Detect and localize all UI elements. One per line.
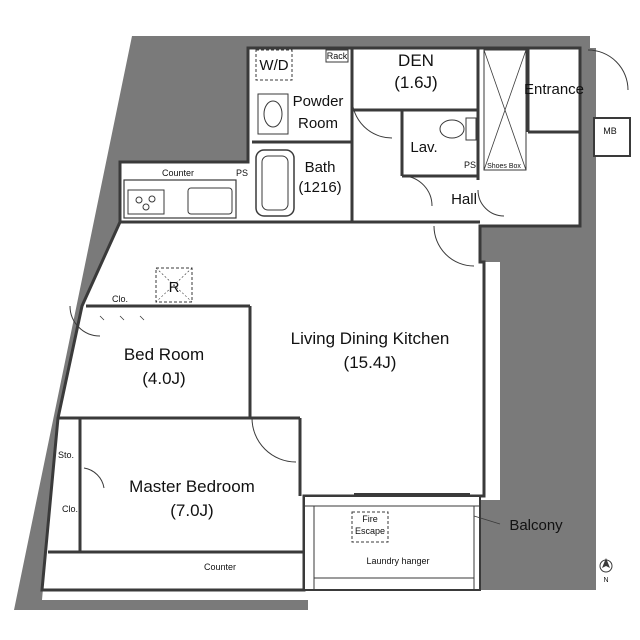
hall-label: Hall [451,191,477,208]
partitions [48,48,580,554]
bath-size: (1216) [298,179,341,196]
closet-bed-label: Clo. [112,294,128,304]
north-arrow-icon: N [599,558,613,584]
bedroom-label: Bed Room [124,345,204,364]
mb-label: MB [603,126,617,136]
fire-escape-label-2: Escape [355,526,385,536]
balcony-area [303,495,481,591]
fire-escape-label-1: Fire [362,514,378,524]
north-label: N [603,577,608,584]
counter-master-label: Counter [204,562,236,572]
ps-bath-label: PS [236,168,248,178]
fire-escape-hatch [351,511,389,543]
refrigerator-icon [155,267,193,303]
door-swings [69,49,629,489]
closet-master-label: Clo. [62,504,78,514]
shoes-box-label: Shoes Box [487,163,521,170]
closet-hatch [99,315,145,321]
bedroom-size: (4.0J) [142,369,185,388]
den-label: DEN [398,51,434,70]
storage-label: Sto. [58,450,74,460]
toilet-icon [439,117,477,141]
kitchen-counter [123,179,237,219]
ldk-label: Living Dining Kitchen [291,329,450,348]
lav-label: Lav. [410,139,437,156]
entrance-storage [483,49,527,171]
rack-label: Rack [327,51,348,61]
master-label: Master Bedroom [129,477,255,496]
ps-lav-label: PS [464,160,476,170]
master-size: (7.0J) [170,501,213,520]
refrigerator-label: R [169,279,180,296]
mb-closet [593,117,631,157]
laundry-label: Laundry hanger [366,556,429,566]
balcony-label: Balcony [509,517,563,534]
rack-icon [325,49,349,63]
stove-icon [127,189,165,215]
powder-label-2: Room [298,115,338,132]
sink-icon [257,93,289,135]
powder-label-1: Powder [293,93,344,110]
den-size: (1.6J) [394,73,437,92]
washer-icon [255,49,293,81]
bathtub-icon [255,149,295,217]
entrance-label: Entrance [524,81,584,98]
counter-kitchen-label: Counter [162,168,194,178]
bath-label: Bath [305,159,336,176]
ldk-size: (15.4J) [344,353,397,372]
wd-label: W/D [259,57,288,74]
kitchen-sink-icon [187,187,233,215]
